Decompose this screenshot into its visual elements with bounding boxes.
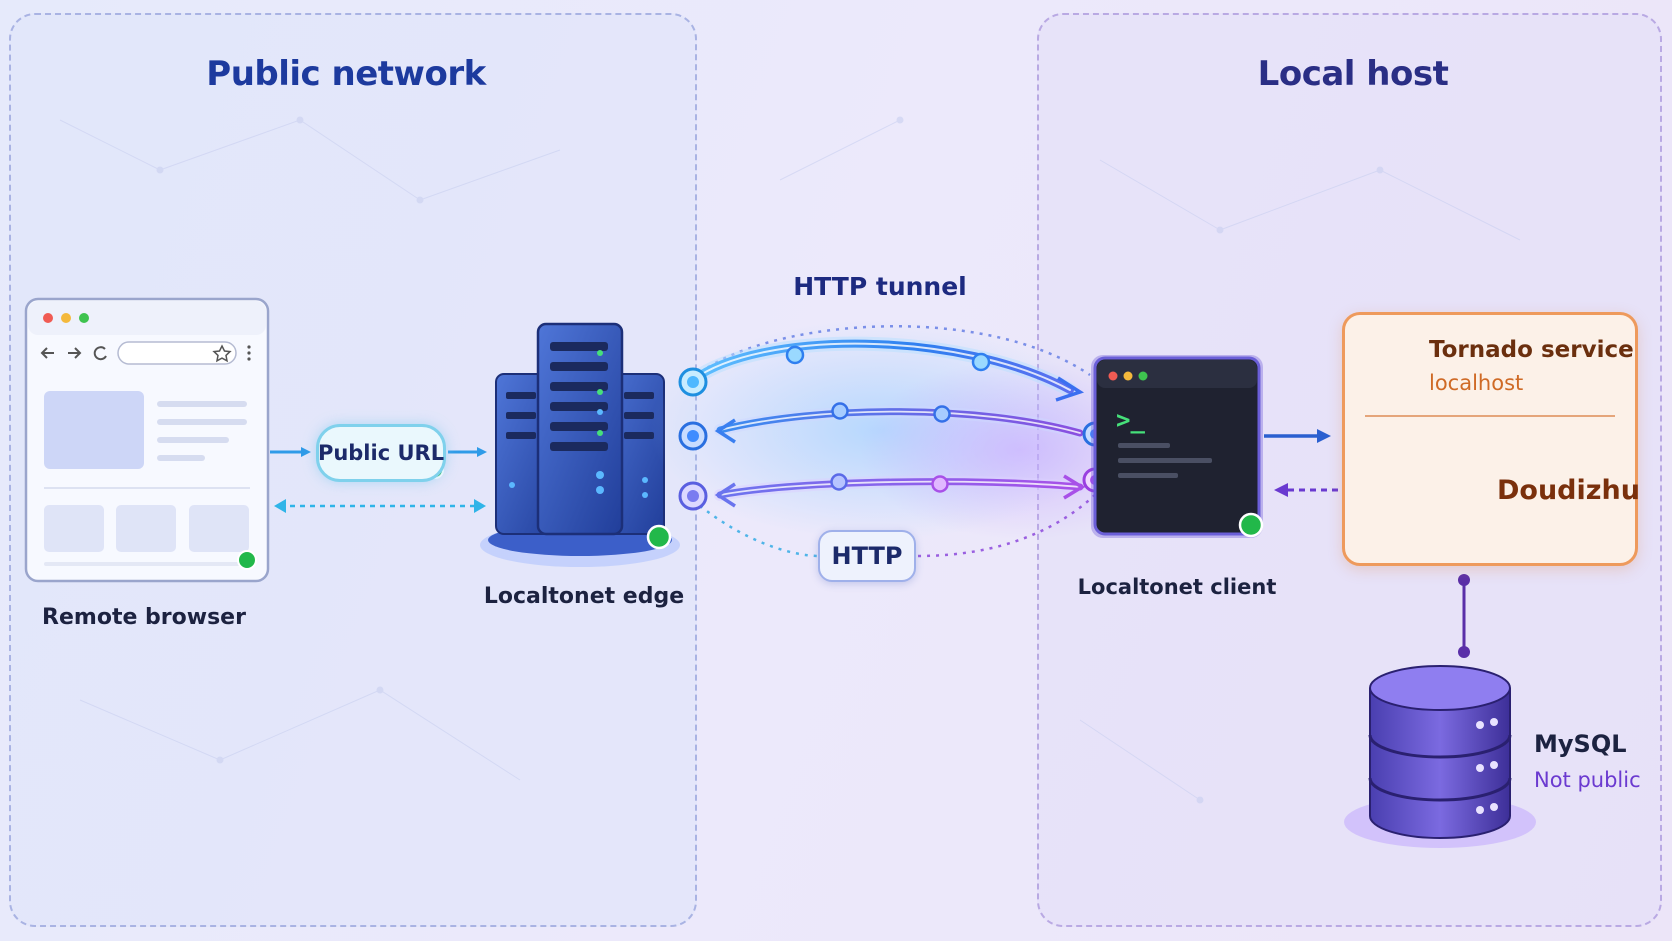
browser-status-dot (237, 550, 257, 570)
browser-label: Remote browser (42, 605, 246, 630)
tunnel-http-tube (714, 473, 1086, 508)
service-title: Tornado service (1429, 337, 1634, 363)
back-arrow-icon (40, 347, 54, 359)
tunnel-response-tube (714, 402, 1086, 444)
terminal-prompt: >_ (1116, 406, 1145, 434)
server-rack-icon (480, 322, 680, 567)
tornado-service-card: Tornado service localhost Doudizhu (1342, 312, 1640, 566)
client-label: Localtonet client (1077, 575, 1277, 599)
local-host-title: Local host (1257, 54, 1449, 94)
tunnel-label: HTTP tunnel (793, 272, 967, 301)
database-label: MySQL (1534, 730, 1627, 758)
service-divider (1365, 415, 1615, 417)
tunnel-edge-endpoints (678, 367, 708, 511)
star-icon (212, 344, 232, 363)
tunnel-envelope-bottom (917, 489, 1101, 558)
edge-label: Localtonet edge (483, 584, 685, 609)
window-minimize-dot (61, 313, 71, 323)
menu-dots-icon (247, 345, 251, 361)
service-subtitle: localhost (1429, 371, 1524, 395)
forward-arrow-icon (68, 347, 82, 359)
database-subtitle: Not public (1534, 768, 1641, 792)
client-status-dot (1238, 512, 1264, 538)
tunnel-request-tube (686, 336, 1085, 402)
reload-icon (93, 346, 107, 361)
public-url-pill: Public URL (316, 424, 446, 482)
database-icon (1344, 665, 1536, 848)
terminal-icon: >_ (1091, 355, 1264, 538)
window-maximize-dot (79, 313, 89, 323)
background-network-pattern (59, 116, 1521, 804)
public-network-title: Public network (206, 54, 486, 94)
app-name: Doudizhu (1497, 475, 1640, 506)
edge-status-dot (646, 524, 672, 550)
window-close-dot (43, 313, 53, 323)
address-bar (117, 341, 237, 365)
browser-window-icon (24, 297, 270, 583)
http-pill: HTTP (818, 530, 916, 582)
